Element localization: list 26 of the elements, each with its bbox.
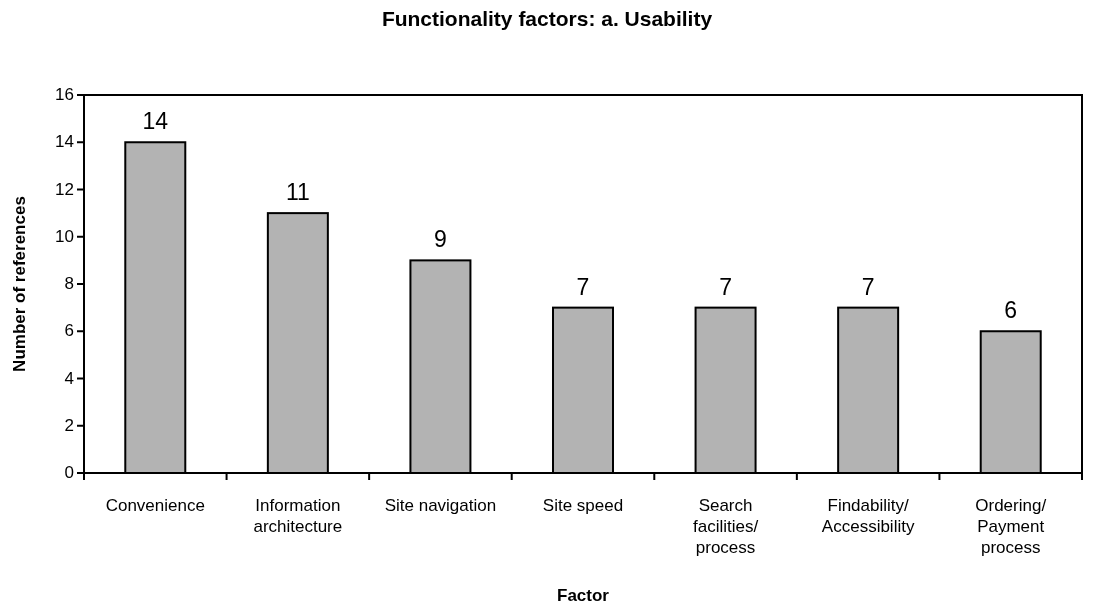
category-label: Site navigation xyxy=(384,495,497,516)
y-tick-label: 8 xyxy=(64,274,74,294)
y-tick-label: 10 xyxy=(55,226,74,247)
category-label: Search facilities/ process xyxy=(691,495,760,558)
value-label: 7 xyxy=(575,273,591,301)
y-tick-label: 14 xyxy=(55,132,74,153)
value-label: 14 xyxy=(141,108,170,136)
y-tick-label: 16 xyxy=(55,85,74,105)
chart-title: Functionality factors: a. Usability xyxy=(380,7,714,31)
x-axis-title: Factor xyxy=(556,586,610,606)
category-label: Convenience xyxy=(104,495,206,516)
value-label: 6 xyxy=(1003,297,1019,325)
category-label: Findability/ Accessibility xyxy=(820,495,916,537)
y-tick-label: 12 xyxy=(55,179,74,200)
y-tick-label: 0 xyxy=(64,463,74,483)
value-label: 11 xyxy=(284,179,311,207)
y-tick-label: 2 xyxy=(64,415,74,436)
value-label: 9 xyxy=(433,226,448,254)
category-label: Information architecture xyxy=(252,495,344,537)
value-label: 7 xyxy=(860,273,876,301)
y-tick-label: 6 xyxy=(64,321,74,342)
value-label: 7 xyxy=(718,273,733,301)
y-axis-title: Number of references xyxy=(10,195,30,374)
category-label: Site speed xyxy=(541,495,625,516)
y-tick-label: 4 xyxy=(64,368,74,389)
category-label: Ordering/ Payment process xyxy=(974,495,1048,558)
